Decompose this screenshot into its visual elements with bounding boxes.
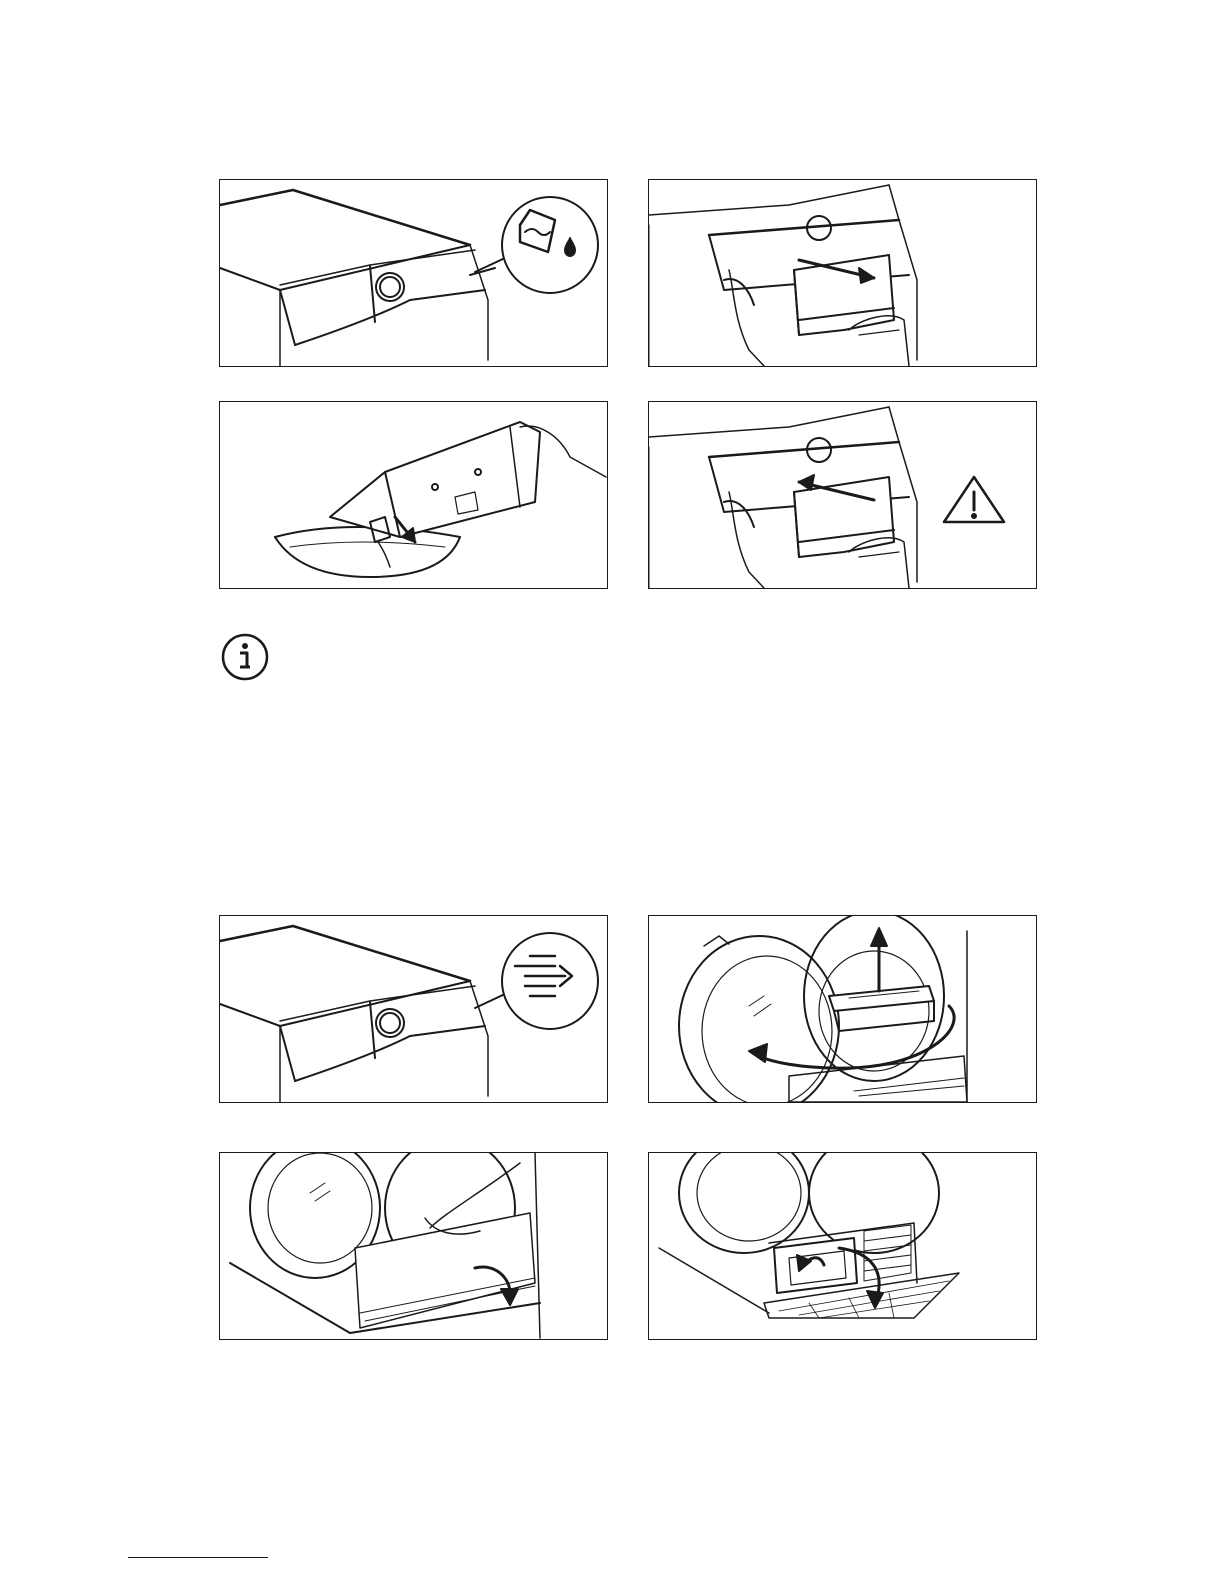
panel-tank-full-indicator [219,179,608,367]
arrow-up-icon [871,928,887,991]
footer-rule [128,1557,268,1558]
panel-release-condenser-lever [648,1152,1037,1340]
info-icon [220,632,270,682]
warning-triangle-icon [944,477,1004,522]
panel-clean-condenser-indicator [219,915,608,1103]
panel-push-in-water-container [648,401,1037,589]
panel-remove-door-filter [648,915,1037,1103]
panel-open-plinth-cover [219,1152,608,1340]
panel-pull-out-water-container [648,179,1037,367]
panel-empty-container-into-basin [219,401,608,589]
